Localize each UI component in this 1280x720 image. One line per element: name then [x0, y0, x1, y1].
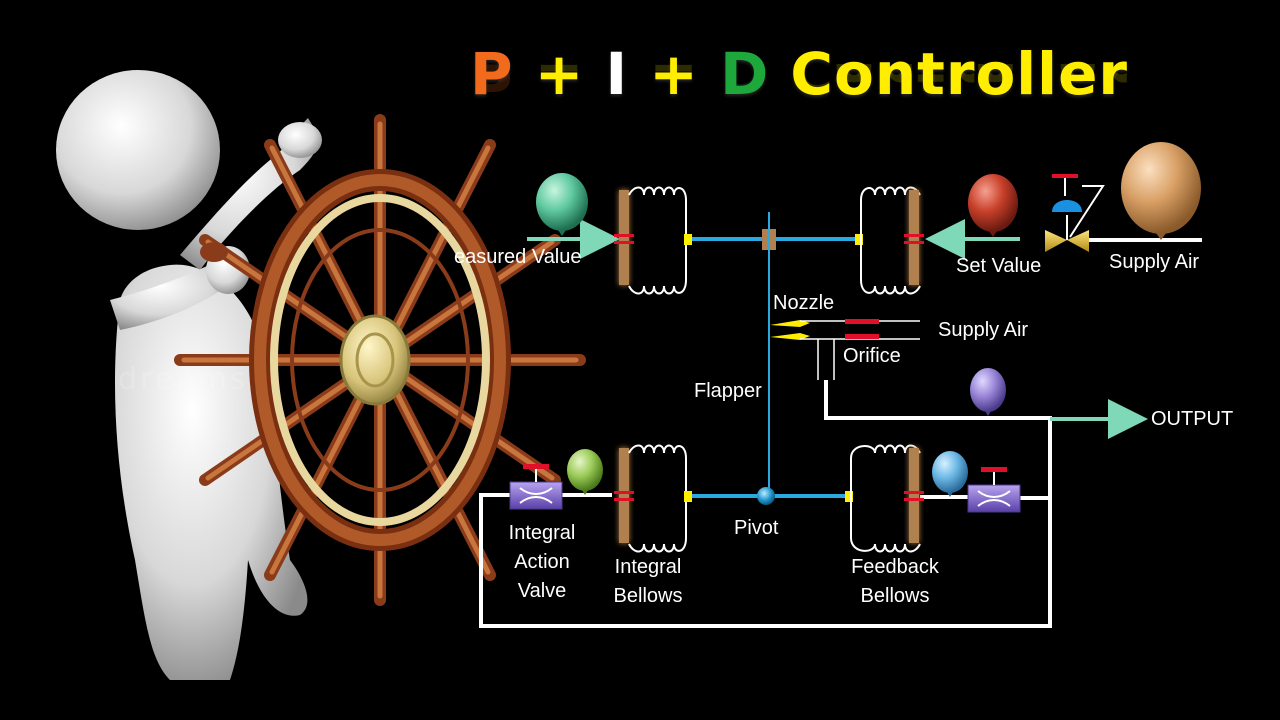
output-label: OUTPUT — [1151, 408, 1233, 431]
nozzle-label: Nozzle — [773, 292, 834, 315]
bellows-icon — [614, 446, 692, 552]
balloon-icon — [536, 173, 588, 236]
bellows-icon — [855, 188, 924, 294]
measured-value-label: easured Value — [454, 246, 582, 269]
balloon-icon — [970, 368, 1006, 416]
bellows-icon — [614, 188, 692, 294]
needle-valve-icon — [510, 464, 562, 509]
bellows-icon — [845, 446, 924, 552]
watermark-text: dreams — [118, 362, 248, 397]
integral-action-valve-label: Integral Action Valve — [492, 519, 592, 606]
pivot-point — [757, 487, 775, 505]
orifice-label: Orifice — [843, 345, 901, 368]
balloon-icon — [567, 449, 603, 495]
balloon-icon — [1121, 142, 1201, 240]
pivot-label: Pivot — [734, 517, 778, 540]
flapper-label: Flapper — [694, 380, 762, 403]
supply-air-top-label: Supply Air — [1109, 251, 1199, 274]
balloon-icon — [968, 174, 1018, 237]
balloon-icon — [932, 451, 968, 497]
set-value-label: Set Value — [956, 255, 1041, 278]
needle-valve-icon — [968, 467, 1020, 512]
integral-bellows-label: Integral Bellows — [598, 553, 698, 611]
feedback-bellows-label: Feedback Bellows — [840, 553, 950, 611]
supply-air-mid-label: Supply Air — [938, 319, 1028, 342]
